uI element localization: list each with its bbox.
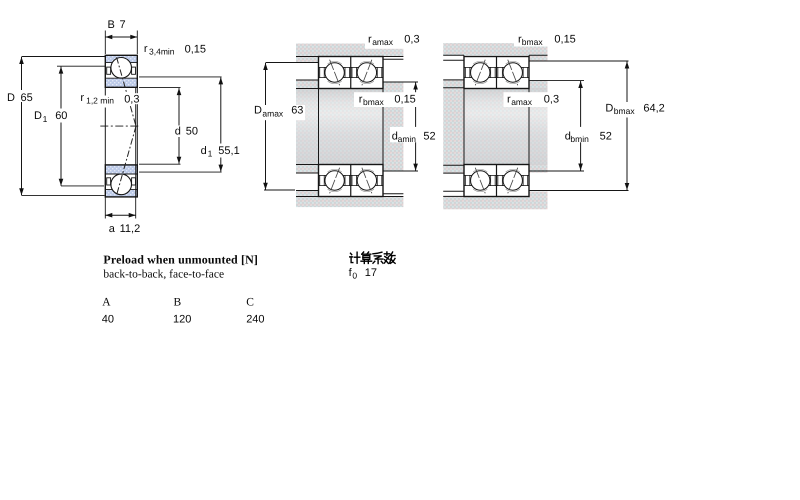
svg-text:0,15: 0,15: [554, 34, 575, 46]
svg-text:d: d: [175, 126, 181, 138]
svg-text:C: C: [246, 297, 254, 309]
svg-text:amax: amax: [262, 108, 284, 118]
svg-text:11,2: 11,2: [120, 223, 141, 235]
svg-text:a: a: [109, 223, 116, 235]
svg-text:r: r: [144, 43, 148, 55]
svg-text:17: 17: [365, 267, 377, 279]
svg-text:A: A: [102, 297, 111, 309]
svg-text:bmax: bmax: [614, 106, 636, 116]
svg-text:52: 52: [600, 130, 612, 142]
svg-text:65: 65: [21, 92, 33, 104]
svg-text:D: D: [254, 105, 262, 117]
svg-text:d: d: [392, 130, 398, 142]
svg-text:0,15: 0,15: [185, 43, 206, 55]
svg-text:bmax: bmax: [363, 97, 385, 107]
svg-text:64,2: 64,2: [643, 102, 664, 114]
svg-text:amax: amax: [511, 97, 533, 107]
svg-text:amin: amin: [398, 134, 417, 144]
svg-text:1: 1: [43, 114, 48, 124]
svg-text:0,3: 0,3: [544, 93, 559, 105]
svg-text:Preload when unmounted [N]: Preload when unmounted [N]: [103, 253, 258, 267]
svg-text:r: r: [368, 33, 372, 45]
svg-text:0,3: 0,3: [124, 93, 139, 105]
svg-text:back-to-back, face-to-face: back-to-back, face-to-face: [103, 268, 224, 280]
svg-text:B: B: [174, 297, 182, 309]
svg-text:D: D: [34, 110, 42, 122]
svg-text:63: 63: [291, 105, 303, 117]
svg-text:0: 0: [352, 271, 357, 281]
svg-text:0,15: 0,15: [394, 93, 415, 105]
svg-text:r: r: [518, 34, 522, 46]
svg-text:1: 1: [208, 149, 213, 159]
svg-text:40: 40: [102, 314, 114, 326]
svg-text:7: 7: [120, 19, 126, 31]
svg-text:55,1: 55,1: [218, 145, 239, 157]
svg-text:0,3: 0,3: [404, 33, 419, 45]
svg-text:52: 52: [423, 130, 435, 142]
svg-text:D: D: [7, 92, 15, 104]
svg-text:120: 120: [173, 314, 191, 326]
svg-text:r: r: [507, 93, 511, 105]
svg-text:B: B: [108, 19, 115, 31]
svg-text:r: r: [80, 92, 84, 104]
svg-text:3,4min: 3,4min: [149, 47, 175, 57]
svg-text:d: d: [201, 145, 207, 157]
svg-text:d: d: [565, 130, 571, 142]
svg-text:50: 50: [186, 126, 198, 138]
svg-text:240: 240: [246, 314, 264, 326]
svg-text:1,2 min: 1,2 min: [86, 96, 114, 106]
svg-text:bmin: bmin: [570, 134, 589, 144]
svg-text:f: f: [349, 267, 353, 279]
svg-text:bmax: bmax: [522, 37, 544, 47]
svg-text:D: D: [605, 102, 613, 114]
svg-text:60: 60: [55, 110, 67, 122]
svg-text:r: r: [359, 93, 363, 105]
svg-text:amax: amax: [372, 37, 394, 47]
